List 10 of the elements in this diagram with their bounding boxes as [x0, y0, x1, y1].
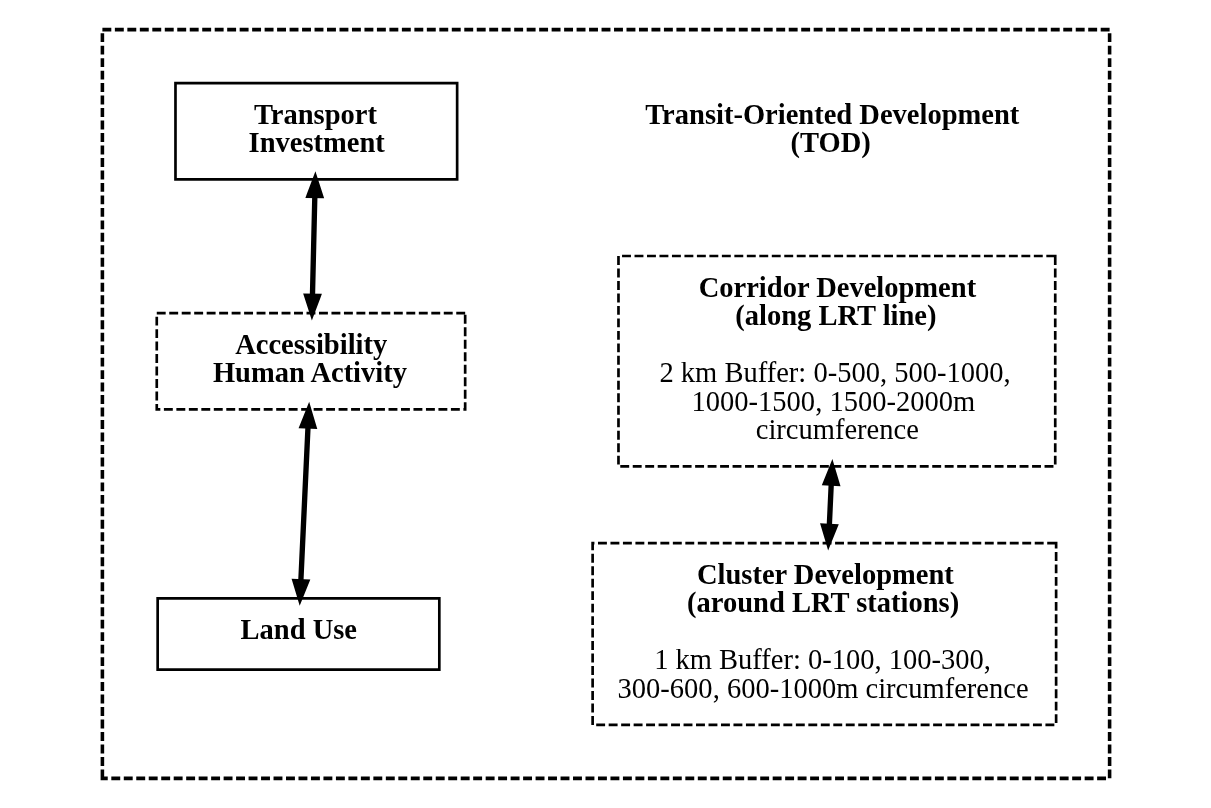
node-box: Transport Investment: [173, 81, 458, 181]
node-box: Accessibility Human Activity: [154, 311, 466, 411]
label: Transit-Oriented Development (TOD): [644, 98, 1019, 159]
arrow: [291, 401, 317, 606]
cluster: [100, 27, 1111, 781]
node-box: Land Use: [155, 596, 441, 671]
node-box: Corridor Development (along LRT line) 2 km Buffer: 0-500, 500-1000, 1000-1500, 1500-2000m circumference: [616, 254, 1057, 468]
arrow: [302, 171, 324, 321]
node-box: Cluster Development (around LRT stations) 1 km Buffer: 0-100, 100-300, 300-600, 600-1000m circumference: [590, 541, 1057, 727]
arrow: [819, 458, 841, 551]
